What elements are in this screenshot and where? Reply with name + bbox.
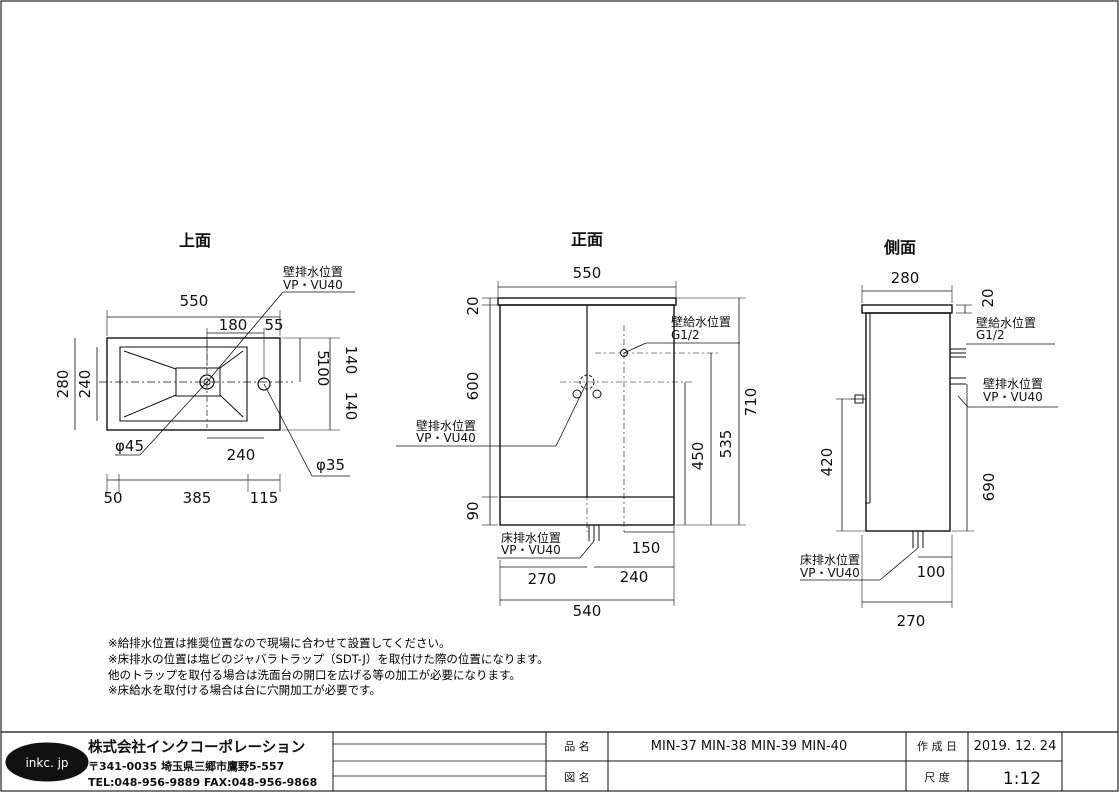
product-name-value: MIN-37 MIN-38 MIN-39 MIN-40	[651, 739, 847, 754]
side-dim-100: 100	[917, 563, 946, 581]
front-dim-150: 150	[632, 539, 661, 557]
scale-label: 尺 度	[924, 770, 950, 784]
side-countertop	[861, 304, 953, 314]
product-name-label: 品 名	[564, 739, 590, 753]
side-view-title: 側面	[883, 238, 916, 257]
top-dim-140b: 140	[342, 392, 360, 421]
top-dim-phi35: φ35	[316, 456, 345, 474]
date-value: 2019. 12. 24	[974, 739, 1057, 754]
top-dim-280: 280	[54, 370, 72, 399]
top-dim-115: 115	[250, 489, 279, 507]
top-dim-240: 240	[76, 370, 94, 399]
front-view: 正面	[396, 230, 746, 606]
front-dim-90: 90	[464, 501, 482, 520]
note-line: ※給排水位置は推奨位置なので現場に合わせて設置してください。	[108, 636, 451, 650]
note-line: ※床排水の位置は塩ビのジャバラトラップ（SDT-J）を取付けた際の位置になります…	[108, 651, 549, 666]
front-wall-drain-label-1: 壁排水位置	[416, 418, 476, 433]
top-dim-385: 385	[183, 489, 212, 507]
top-dim-50: 50	[103, 489, 122, 507]
note-line: 他のトラップを取付る場合は洗面台の開口を広げる等の加工が必要になります。	[108, 667, 521, 682]
top-view-labels: 550 180 55 5 100 140 140 280 240 240 50 …	[54, 264, 360, 507]
front-dim-550: 550	[573, 264, 602, 282]
top-dim-phi45: φ45	[115, 437, 144, 455]
top-dim-180: 180	[219, 316, 248, 334]
scale-value: 1:12	[1003, 769, 1041, 789]
top-counter-outline	[106, 337, 281, 431]
drawing-name-label: 図 名	[564, 770, 590, 784]
front-dim-240: 240	[620, 568, 649, 586]
side-wall-drain-label-2: VP・VU40	[983, 390, 1043, 404]
top-dim-100: 100	[314, 358, 332, 387]
front-wall-drain-label-2: VP・VU40	[416, 431, 476, 445]
front-view-title: 正面	[571, 230, 603, 249]
side-cabinet	[865, 312, 951, 532]
side-dim-420: 420	[818, 448, 836, 477]
company-name: 株式会社インクコーポレーション	[88, 738, 305, 756]
date-label: 作 成 日	[917, 740, 957, 753]
front-dim-600: 600	[464, 372, 482, 401]
front-dim-540: 540	[573, 602, 602, 620]
top-dim-5: 5	[314, 350, 332, 360]
top-dim-240-bottom: 240	[227, 446, 256, 464]
top-drain-label-2: VP・VU40	[283, 278, 343, 292]
front-floor-drain-label-1: 床排水位置	[501, 530, 561, 545]
notes: ※給排水位置は推奨位置なので現場に合わせて設置してください。 ※床排水の位置は塩…	[108, 636, 549, 699]
title-block	[1, 731, 1118, 791]
front-dim-20: 20	[464, 296, 482, 315]
front-right-knob	[592, 389, 602, 399]
company-contact: TEL:048-956-9889 FAX:048-956-9868	[88, 776, 317, 789]
side-dim-280: 280	[891, 269, 920, 287]
company-logo	[5, 742, 89, 782]
top-faucet-hole	[257, 377, 271, 391]
side-view-labels: 280 20 420 690 100 270 壁給水位置 G1/2 壁排水位置 …	[800, 269, 1043, 630]
side-supply-label-2: G1/2	[976, 328, 1005, 342]
front-dim-535: 535	[717, 430, 735, 459]
front-countertop	[497, 297, 677, 306]
top-view-title: 上面	[179, 231, 211, 250]
front-supply-label-1: 壁給水位置	[671, 314, 731, 329]
side-floor-drain-label-1: 床排水位置	[800, 552, 860, 567]
top-dim-55: 55	[264, 316, 283, 334]
side-view: 側面	[800, 238, 1058, 608]
front-floor-drain-label-2: VP・VU40	[501, 543, 561, 557]
side-dim-270: 270	[897, 612, 926, 630]
top-bowl-outer	[119, 346, 248, 422]
front-dim-710: 710	[742, 388, 760, 417]
company-address: 〒341-0035 埼玉県三郷市鷹野5-557	[88, 759, 284, 773]
note-line: ※床給水を取付ける場合は台に穴開加工が必要です。	[108, 683, 381, 698]
side-supply-label-1: 壁給水位置	[976, 315, 1036, 330]
top-drain-label-1: 壁排水位置	[283, 264, 343, 279]
side-dim-690: 690	[980, 473, 998, 502]
logo-text: inkc. jp	[25, 756, 68, 770]
top-dim-140a: 140	[342, 346, 360, 375]
front-dim-270: 270	[528, 570, 557, 588]
side-wall-drain-label-1: 壁排水位置	[983, 376, 1043, 391]
top-view: 上面	[74, 231, 355, 492]
title-block-text: inkc. jp 株式会社インクコーポレーション 〒341-0035 埼玉県三郷…	[25, 738, 1056, 789]
side-dim-20: 20	[979, 288, 997, 307]
top-dim-550: 550	[180, 292, 209, 310]
front-supply-label-2: G1/2	[671, 328, 700, 342]
front-dim-450: 450	[689, 442, 707, 471]
front-view-labels: 550 20 600 90 710 535 450 150 270 240 54…	[416, 264, 760, 620]
side-floor-drain-label-2: VP・VU40	[800, 566, 860, 580]
